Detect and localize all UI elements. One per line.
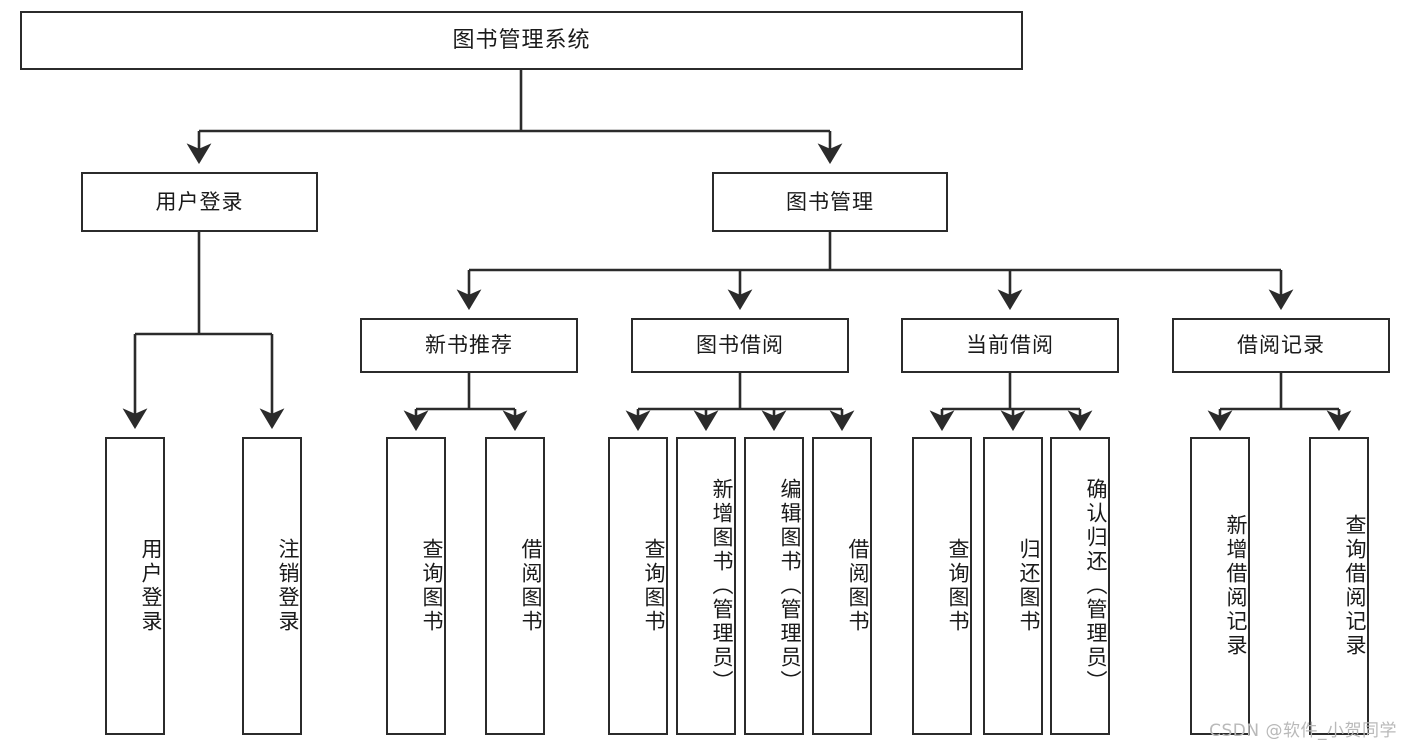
node-label: 图书管理系统 [452, 27, 591, 53]
node-label: 借阅图书 [846, 538, 870, 634]
node-leaf-query-book-3[interactable]: 查询图书 [912, 437, 972, 735]
node-current-borrow[interactable]: 当前借阅 [901, 318, 1119, 373]
node-label: 借阅图书 [519, 538, 543, 634]
node-label: 当前借阅 [966, 333, 1054, 358]
node-leaf-user-logout[interactable]: 注销登录 [242, 437, 302, 735]
node-label: 新增图书（管理员） [710, 478, 734, 694]
node-label: 确认归还（管理员） [1084, 478, 1108, 694]
watermark-text: CSDN @软件_小贺同学 [1209, 721, 1397, 741]
node-label: 查询借阅记录 [1343, 514, 1367, 658]
node-leaf-query-book-2[interactable]: 查询图书 [608, 437, 668, 735]
node-label: 图书借阅 [696, 333, 784, 358]
node-leaf-query-book-1[interactable]: 查询图书 [386, 437, 446, 735]
node-leaf-borrow-book-1[interactable]: 借阅图书 [485, 437, 545, 735]
node-leaf-borrow-book-2[interactable]: 借阅图书 [812, 437, 872, 735]
node-label: 借阅记录 [1237, 333, 1325, 358]
node-leaf-return-book[interactable]: 归还图书 [983, 437, 1043, 735]
node-label: 查询图书 [642, 538, 666, 634]
node-label: 用户登录 [155, 189, 244, 214]
node-leaf-query-borrow-record[interactable]: 查询借阅记录 [1309, 437, 1369, 735]
node-label: 用户登录 [139, 538, 163, 634]
node-label: 归还图书 [1017, 538, 1041, 634]
node-user-login[interactable]: 用户登录 [81, 172, 318, 232]
node-leaf-add-book[interactable]: 新增图书（管理员） [676, 437, 736, 735]
node-new-book-recommend[interactable]: 新书推荐 [360, 318, 578, 373]
node-label: 查询图书 [420, 538, 444, 634]
node-leaf-user-login[interactable]: 用户登录 [105, 437, 165, 735]
node-leaf-add-borrow-record[interactable]: 新增借阅记录 [1190, 437, 1250, 735]
node-label: 编辑图书（管理员） [778, 478, 802, 694]
node-leaf-edit-book[interactable]: 编辑图书（管理员） [744, 437, 804, 735]
node-label: 新书推荐 [425, 333, 513, 358]
node-label: 查询图书 [946, 538, 970, 634]
node-book-borrow[interactable]: 图书借阅 [631, 318, 849, 373]
node-label: 图书管理 [786, 189, 874, 214]
node-label: 注销登录 [276, 538, 300, 634]
node-label: 新增借阅记录 [1224, 514, 1248, 658]
node-borrow-record[interactable]: 借阅记录 [1172, 318, 1390, 373]
node-leaf-confirm-return[interactable]: 确认归还（管理员） [1050, 437, 1110, 735]
node-book-manage[interactable]: 图书管理 [712, 172, 948, 232]
node-root-system[interactable]: 图书管理系统 [20, 11, 1023, 70]
